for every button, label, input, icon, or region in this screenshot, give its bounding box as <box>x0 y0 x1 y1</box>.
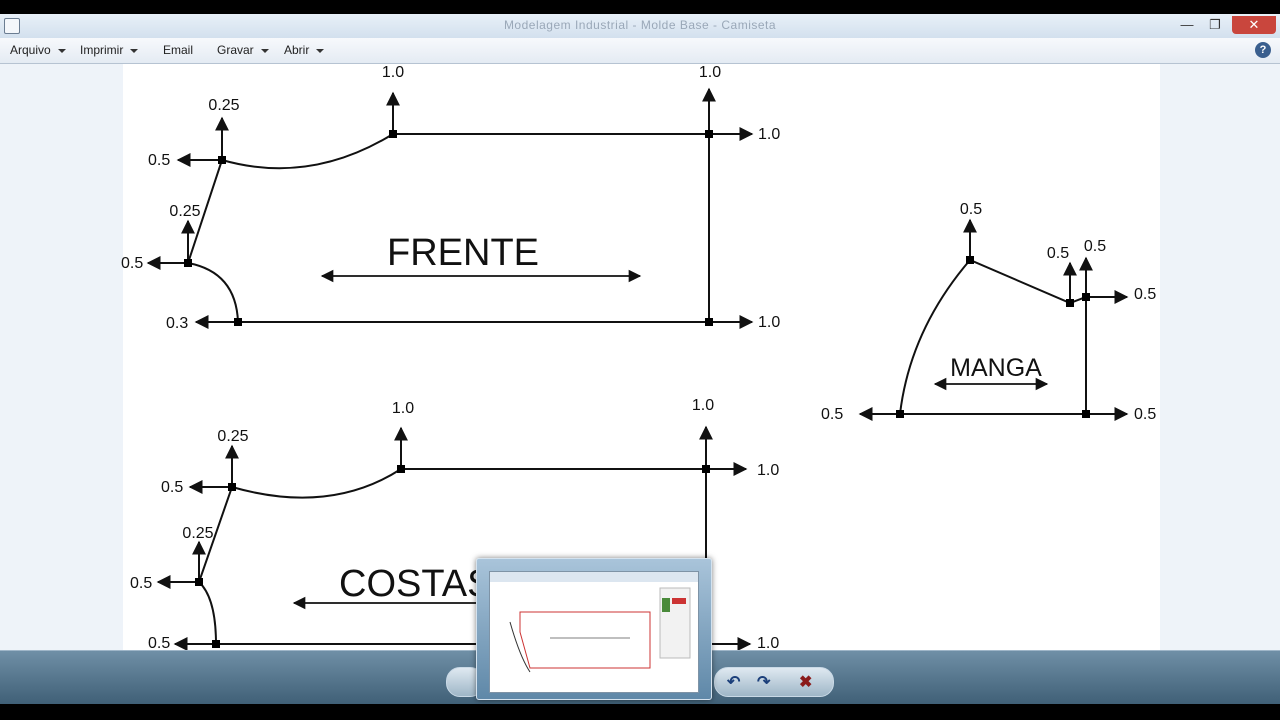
frente-label-armhole-left: 0.5 <box>121 255 143 272</box>
manga-title: MANGA <box>950 354 1042 382</box>
menu-email-label: Email <box>163 43 194 57</box>
work-area: 1.0 1.0 1.0 1.0 0.25 0.5 0.25 0.5 0.3 1.… <box>0 64 1280 650</box>
minimize-button[interactable]: — <box>1180 17 1194 32</box>
costas-label-top-right: 1.0 <box>692 397 714 414</box>
menu-imprimir-label: Imprimir <box>80 43 124 57</box>
frente-label-top-right: 1.0 <box>699 64 721 81</box>
manga-label-mid-up: 0.5 <box>1047 245 1069 262</box>
chevron-down-icon <box>57 48 66 53</box>
costas-label-neck-up: 0.25 <box>217 428 248 445</box>
costas-title: COSTAS <box>339 563 492 605</box>
costas-label-right-bottom: 1.0 <box>757 635 779 650</box>
menu-arquivo-label: Arquivo <box>10 43 51 57</box>
costas-label-armhole-left: 0.5 <box>130 575 152 592</box>
manga-label-right-top: 0.5 <box>1134 286 1156 303</box>
manga-piece <box>858 218 1129 421</box>
help-icon[interactable]: ? <box>1255 42 1271 58</box>
frente-label-bottom-left: 0.3 <box>166 315 188 332</box>
manga-label-bottom-right: 0.5 <box>1134 406 1156 423</box>
menu-gravar[interactable]: Gravar <box>217 43 269 57</box>
frente-label-right-top: 1.0 <box>758 126 780 143</box>
close-button[interactable]: ✕ <box>1232 16 1276 34</box>
window-title: Modelagem Industrial - Molde Base - Cami… <box>503 18 777 32</box>
frente-label-right-bottom: 1.0 <box>758 314 780 331</box>
thumbnail-content <box>489 571 699 693</box>
restore-button[interactable]: ❐ <box>1209 17 1221 32</box>
frente-label-shoulder-up: 0.25 <box>169 203 200 220</box>
costas-label-neck-left: 0.5 <box>161 479 183 496</box>
menu-abrir[interactable]: Abrir <box>284 43 325 57</box>
bottom-strip <box>0 704 1280 720</box>
manga-label-peak-up: 0.5 <box>960 201 982 218</box>
document-page <box>123 64 1160 650</box>
costas-label-bottom-left: 0.5 <box>148 635 170 650</box>
costas-label-top-left: 1.0 <box>392 400 414 417</box>
chevron-down-icon <box>260 48 269 53</box>
frente-title: FRENTE <box>387 232 539 274</box>
chevron-down-icon <box>316 48 325 53</box>
manga-label-right-up: 0.5 <box>1084 238 1106 255</box>
chevron-down-icon <box>130 48 139 53</box>
costas-label-right-top: 1.0 <box>757 462 779 479</box>
menu-bar: Arquivo Imprimir Email Gravar Abrir ? <box>0 38 1280 64</box>
costas-label-shoulder-up: 0.25 <box>182 525 213 542</box>
frente-piece <box>146 87 754 329</box>
taskbar-tools: ↶ ↷ ✖ <box>714 667 834 697</box>
frente-label-top-left: 1.0 <box>382 64 404 81</box>
frente-label-neck-left: 0.5 <box>148 152 170 169</box>
menu-abrir-label: Abrir <box>284 43 310 57</box>
thumbnail-sketch <box>490 572 698 673</box>
menu-arquivo[interactable]: Arquivo <box>10 43 66 57</box>
undo-icon[interactable]: ↶ <box>727 674 741 691</box>
app-icon <box>4 18 20 34</box>
menu-imprimir[interactable]: Imprimir <box>80 43 139 57</box>
menu-email[interactable]: Email <box>163 43 193 57</box>
redo-icon[interactable]: ↷ <box>757 674 771 691</box>
close-tool-icon[interactable]: ✖ <box>799 674 813 691</box>
manga-label-bottom-left: 0.5 <box>821 406 843 423</box>
title-bar: Modelagem Industrial - Molde Base - Cami… <box>0 14 1280 39</box>
frente-label-neck-up: 0.25 <box>208 97 239 114</box>
window-thumbnail-preview[interactable] <box>476 558 712 700</box>
menu-gravar-label: Gravar <box>217 43 254 57</box>
